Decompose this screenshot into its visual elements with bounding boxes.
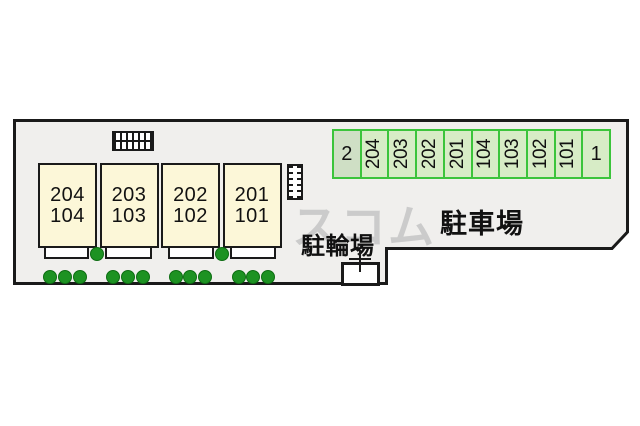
unit-label-lower: 101 — [234, 204, 270, 227]
parking-space: 201 — [442, 129, 473, 179]
parking-space-label: 203 — [391, 138, 413, 170]
parking-space: 103 — [498, 129, 528, 179]
parking-space-label: 202 — [418, 138, 440, 170]
parking-space-label: 103 — [502, 138, 524, 170]
shrub-dot — [232, 270, 246, 284]
parking-space: 204 — [359, 129, 390, 179]
parking-space-label: 1 — [590, 142, 602, 165]
porch — [105, 246, 152, 259]
shrub-dot — [90, 247, 104, 261]
unit-label-lower: 103 — [111, 204, 147, 227]
shrub-dot — [169, 270, 183, 284]
parking-space-label: 104 — [474, 138, 496, 170]
shrub-dot — [43, 270, 57, 284]
unit-label-upper: 202 — [173, 183, 208, 206]
parking-space-label: 102 — [529, 138, 551, 170]
shed-cross-icon — [359, 250, 361, 272]
parking-space-label: 101 — [557, 138, 579, 170]
porch — [230, 246, 276, 259]
unit-label-upper: 203 — [111, 183, 147, 206]
unit-label-upper: 201 — [234, 183, 270, 206]
parking-space-label: 204 — [363, 138, 385, 170]
shrub-dot — [136, 270, 150, 284]
parking-space: 202 — [415, 129, 445, 179]
shed-cross-icon — [349, 258, 371, 260]
unit-label-lower: 102 — [173, 204, 208, 227]
shrub-dot — [106, 270, 120, 284]
parking-space: 102 — [525, 129, 556, 179]
shrub-dot — [198, 270, 212, 284]
shrub-dot — [121, 270, 135, 284]
porch — [44, 246, 89, 259]
parking-space-label: 201 — [446, 138, 468, 170]
watermark: スコム — [292, 201, 436, 253]
parking-space: 2 — [332, 129, 362, 179]
shrub-dot — [261, 270, 275, 284]
stairs-icon — [112, 131, 154, 151]
shrub-dot — [246, 270, 260, 284]
shrub-dot — [215, 247, 229, 261]
shrub-dot — [58, 270, 72, 284]
unit-label-upper: 204 — [50, 183, 85, 206]
unit-label-lower: 104 — [50, 204, 85, 227]
shrub-dot — [73, 270, 87, 284]
parking-space: 101 — [553, 129, 584, 179]
shrub-dot — [183, 270, 197, 284]
parking-space-label: 2 — [341, 142, 353, 165]
porch — [168, 246, 214, 259]
side-stairs-icon — [287, 164, 303, 200]
bicycle-area-label: 駐輪場 — [301, 233, 375, 260]
parking-space: 104 — [470, 129, 501, 179]
parking-space: 1 — [581, 129, 612, 179]
parking-space: 203 — [387, 129, 418, 179]
parking-area-label: 駐車場 — [440, 209, 524, 239]
